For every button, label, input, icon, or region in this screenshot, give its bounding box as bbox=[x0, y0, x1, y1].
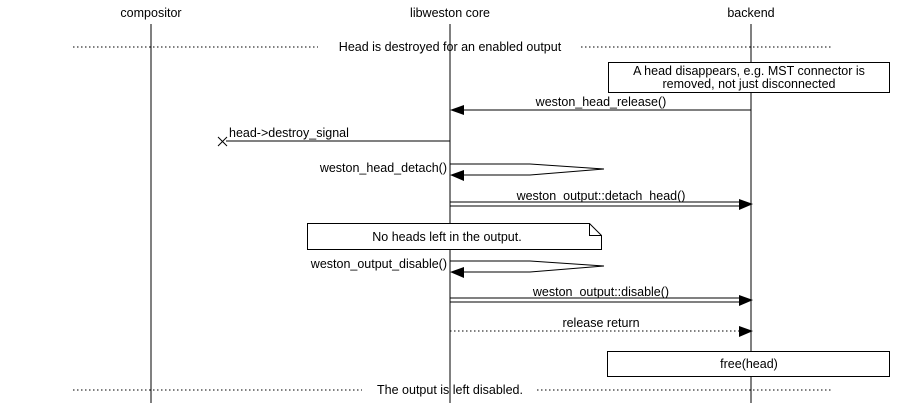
msg-weston-head-detach-label: weston_head_detach() bbox=[319, 161, 447, 175]
msg-release-return: release return bbox=[450, 316, 753, 337]
lifeline-compositor: compositor bbox=[120, 6, 182, 403]
msg-weston-output-disable: weston_output::disable() bbox=[450, 285, 753, 306]
note-free-head-line-1: free(head) bbox=[720, 357, 778, 371]
lifeline-libweston-core: libweston core bbox=[410, 6, 490, 403]
msg-head-destroy-signal-lost-x-stroke-2 bbox=[217, 136, 228, 147]
msg-weston-output-disable-self-arrowhead bbox=[450, 267, 464, 278]
msg-head-destroy-signal: head->destroy_signal bbox=[217, 126, 450, 147]
msg-weston-output-detach-head-arrowhead bbox=[739, 199, 753, 210]
msg-weston-head-release-label: weston_head_release() bbox=[535, 95, 667, 109]
divider-bottom-label: The output is left disabled. bbox=[377, 383, 523, 397]
msg-weston-output-disable-self: weston_output_disable() bbox=[310, 257, 605, 278]
note-free-head: free(head) bbox=[607, 351, 890, 377]
msg-weston-head-release-arrowhead bbox=[450, 105, 464, 115]
note-head-disappears-line-1: A head disappears, e.g. MST connector is bbox=[633, 64, 865, 78]
msg-weston-head-detach-arrowhead bbox=[450, 170, 464, 181]
msg-weston-head-detach-bottom-path bbox=[456, 168, 605, 176]
note-no-heads-left-fold bbox=[589, 223, 602, 236]
lifelines-group: compositor libweston core backend bbox=[120, 6, 775, 403]
msg-release-return-arrowhead bbox=[739, 326, 753, 337]
note-head-disappears-box bbox=[608, 62, 890, 93]
msg-weston-head-detach: weston_head_detach() bbox=[319, 161, 605, 181]
lifeline-label-compositor: compositor bbox=[120, 6, 181, 20]
msg-weston-head-release: weston_head_release() bbox=[450, 95, 751, 115]
msg-weston-output-detach-head: weston_output::detach_head() bbox=[450, 189, 753, 210]
divider-bottom: The output is left disabled. bbox=[73, 383, 831, 397]
divider-top-label: Head is destroyed for an enabled output bbox=[339, 40, 562, 54]
note-head-disappears-line-2: removed, not just disconnected bbox=[662, 77, 835, 91]
note-free-head-box bbox=[607, 351, 890, 377]
msg-weston-output-disable-arrowhead bbox=[739, 295, 753, 306]
msg-weston-output-disable-label: weston_output::disable() bbox=[532, 285, 669, 299]
note-no-heads-left: No heads left in the output. bbox=[307, 223, 602, 250]
msg-release-return-label: release return bbox=[562, 316, 639, 330]
msg-weston-head-detach-top-path bbox=[450, 163, 605, 170]
note-no-heads-left-box bbox=[307, 223, 602, 250]
msg-weston-output-disable-self-top-path bbox=[450, 260, 605, 267]
msg-weston-output-detach-head-label: weston_output::detach_head() bbox=[516, 189, 686, 203]
msg-weston-output-disable-self-label: weston_output_disable() bbox=[310, 257, 447, 271]
lifeline-label-libweston-core: libweston core bbox=[410, 6, 490, 20]
lifeline-label-backend: backend bbox=[727, 6, 774, 20]
msg-weston-output-disable-self-bottom-path bbox=[456, 265, 605, 273]
note-head-disappears: A head disappears, e.g. MST connector is… bbox=[608, 62, 890, 93]
divider-top: Head is destroyed for an enabled output bbox=[73, 40, 831, 54]
note-no-heads-left-line-1: No heads left in the output. bbox=[372, 230, 521, 244]
msg-head-destroy-signal-label: head->destroy_signal bbox=[229, 126, 349, 140]
